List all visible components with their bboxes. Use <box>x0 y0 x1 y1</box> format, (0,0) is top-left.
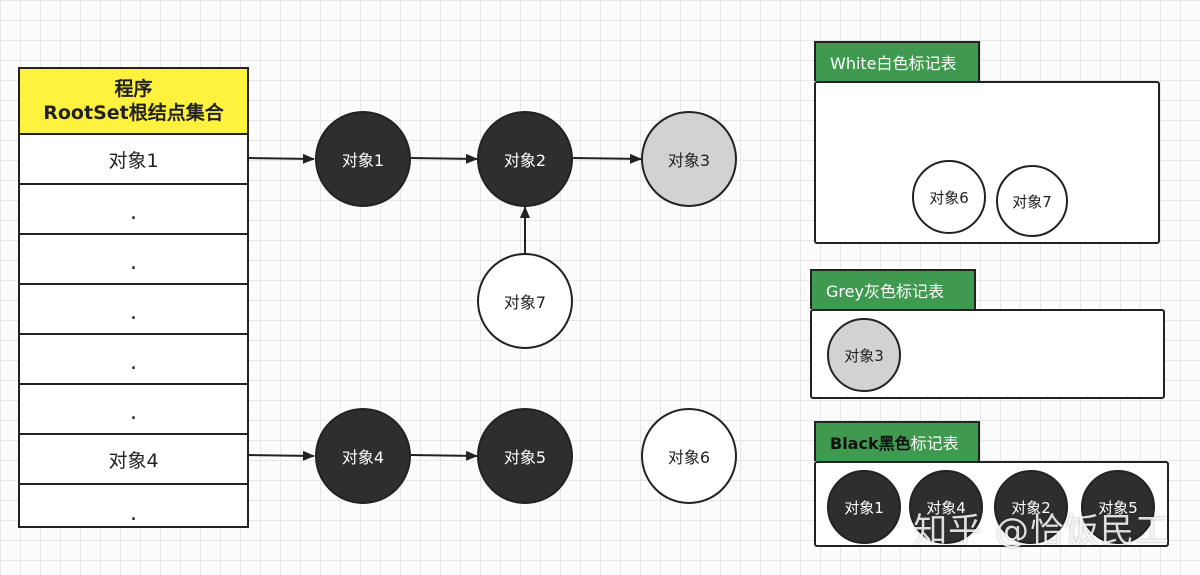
arrow-root-to-obj1 <box>248 153 315 164</box>
node-obj1: 对象1 <box>315 111 411 207</box>
node-obj4: 对象4 <box>315 408 411 504</box>
rootset-row: . <box>20 335 247 385</box>
node-obj3: 对象3 <box>641 111 737 207</box>
white-set-box <box>814 81 1160 244</box>
grey-set-title-en: Grey灰色 <box>826 282 896 301</box>
rootset-header: 程序 RootSet根结点集合 <box>20 69 247 135</box>
white-set-title-en: White白色 <box>830 54 909 73</box>
node-obj2: 对象2 <box>477 111 573 207</box>
rootset-row: 对象4 <box>20 435 247 485</box>
black-set-item: 对象1 <box>827 470 901 544</box>
rootset-row: . <box>20 185 247 235</box>
black-set-tab: Black黑色标记表 <box>814 421 980 461</box>
rootset-row: . <box>20 385 247 435</box>
node-obj7: 对象7 <box>477 253 573 349</box>
zhihu-watermark: 知乎 @恰饭民工 <box>913 511 1170 551</box>
arrow-root-to-obj4 <box>248 450 315 461</box>
arrow-obj2-to-obj3 <box>572 153 642 164</box>
rootset-table: 程序 RootSet根结点集合 对象1 . . . . . 对象4 . <box>18 67 249 528</box>
node-obj5: 对象5 <box>477 408 573 504</box>
grey-set-item: 对象3 <box>827 318 901 392</box>
arrow-obj1-to-obj2 <box>410 153 478 164</box>
rootset-header-line1: 程序 <box>114 78 153 100</box>
white-set-tab: White白色标记表 <box>814 41 980 81</box>
black-set-title-rest: 标记表 <box>910 434 959 453</box>
rootset-header-line2: RootSet根结点集合 <box>43 102 224 124</box>
node-obj6: 对象6 <box>641 408 737 504</box>
grey-set-tab: Grey灰色标记表 <box>810 269 976 309</box>
white-set-item: 对象7 <box>996 165 1068 237</box>
white-set-item: 对象6 <box>912 160 986 234</box>
arrow-obj4-to-obj5 <box>410 450 478 461</box>
rootset-row: . <box>20 235 247 285</box>
grey-set-title-rest: 标记表 <box>895 282 944 301</box>
black-set-title-en: Black黑色 <box>830 434 911 453</box>
rootset-row: . <box>130 501 137 526</box>
rootset-row: 对象1 <box>20 135 247 185</box>
rootset-row: . <box>20 285 247 335</box>
white-set-title-rest: 标记表 <box>908 54 957 73</box>
black-set-item: 对象5 <box>1081 470 1155 544</box>
black-set-item: 对象2 <box>994 470 1068 544</box>
black-set-item: 对象4 <box>909 470 983 544</box>
